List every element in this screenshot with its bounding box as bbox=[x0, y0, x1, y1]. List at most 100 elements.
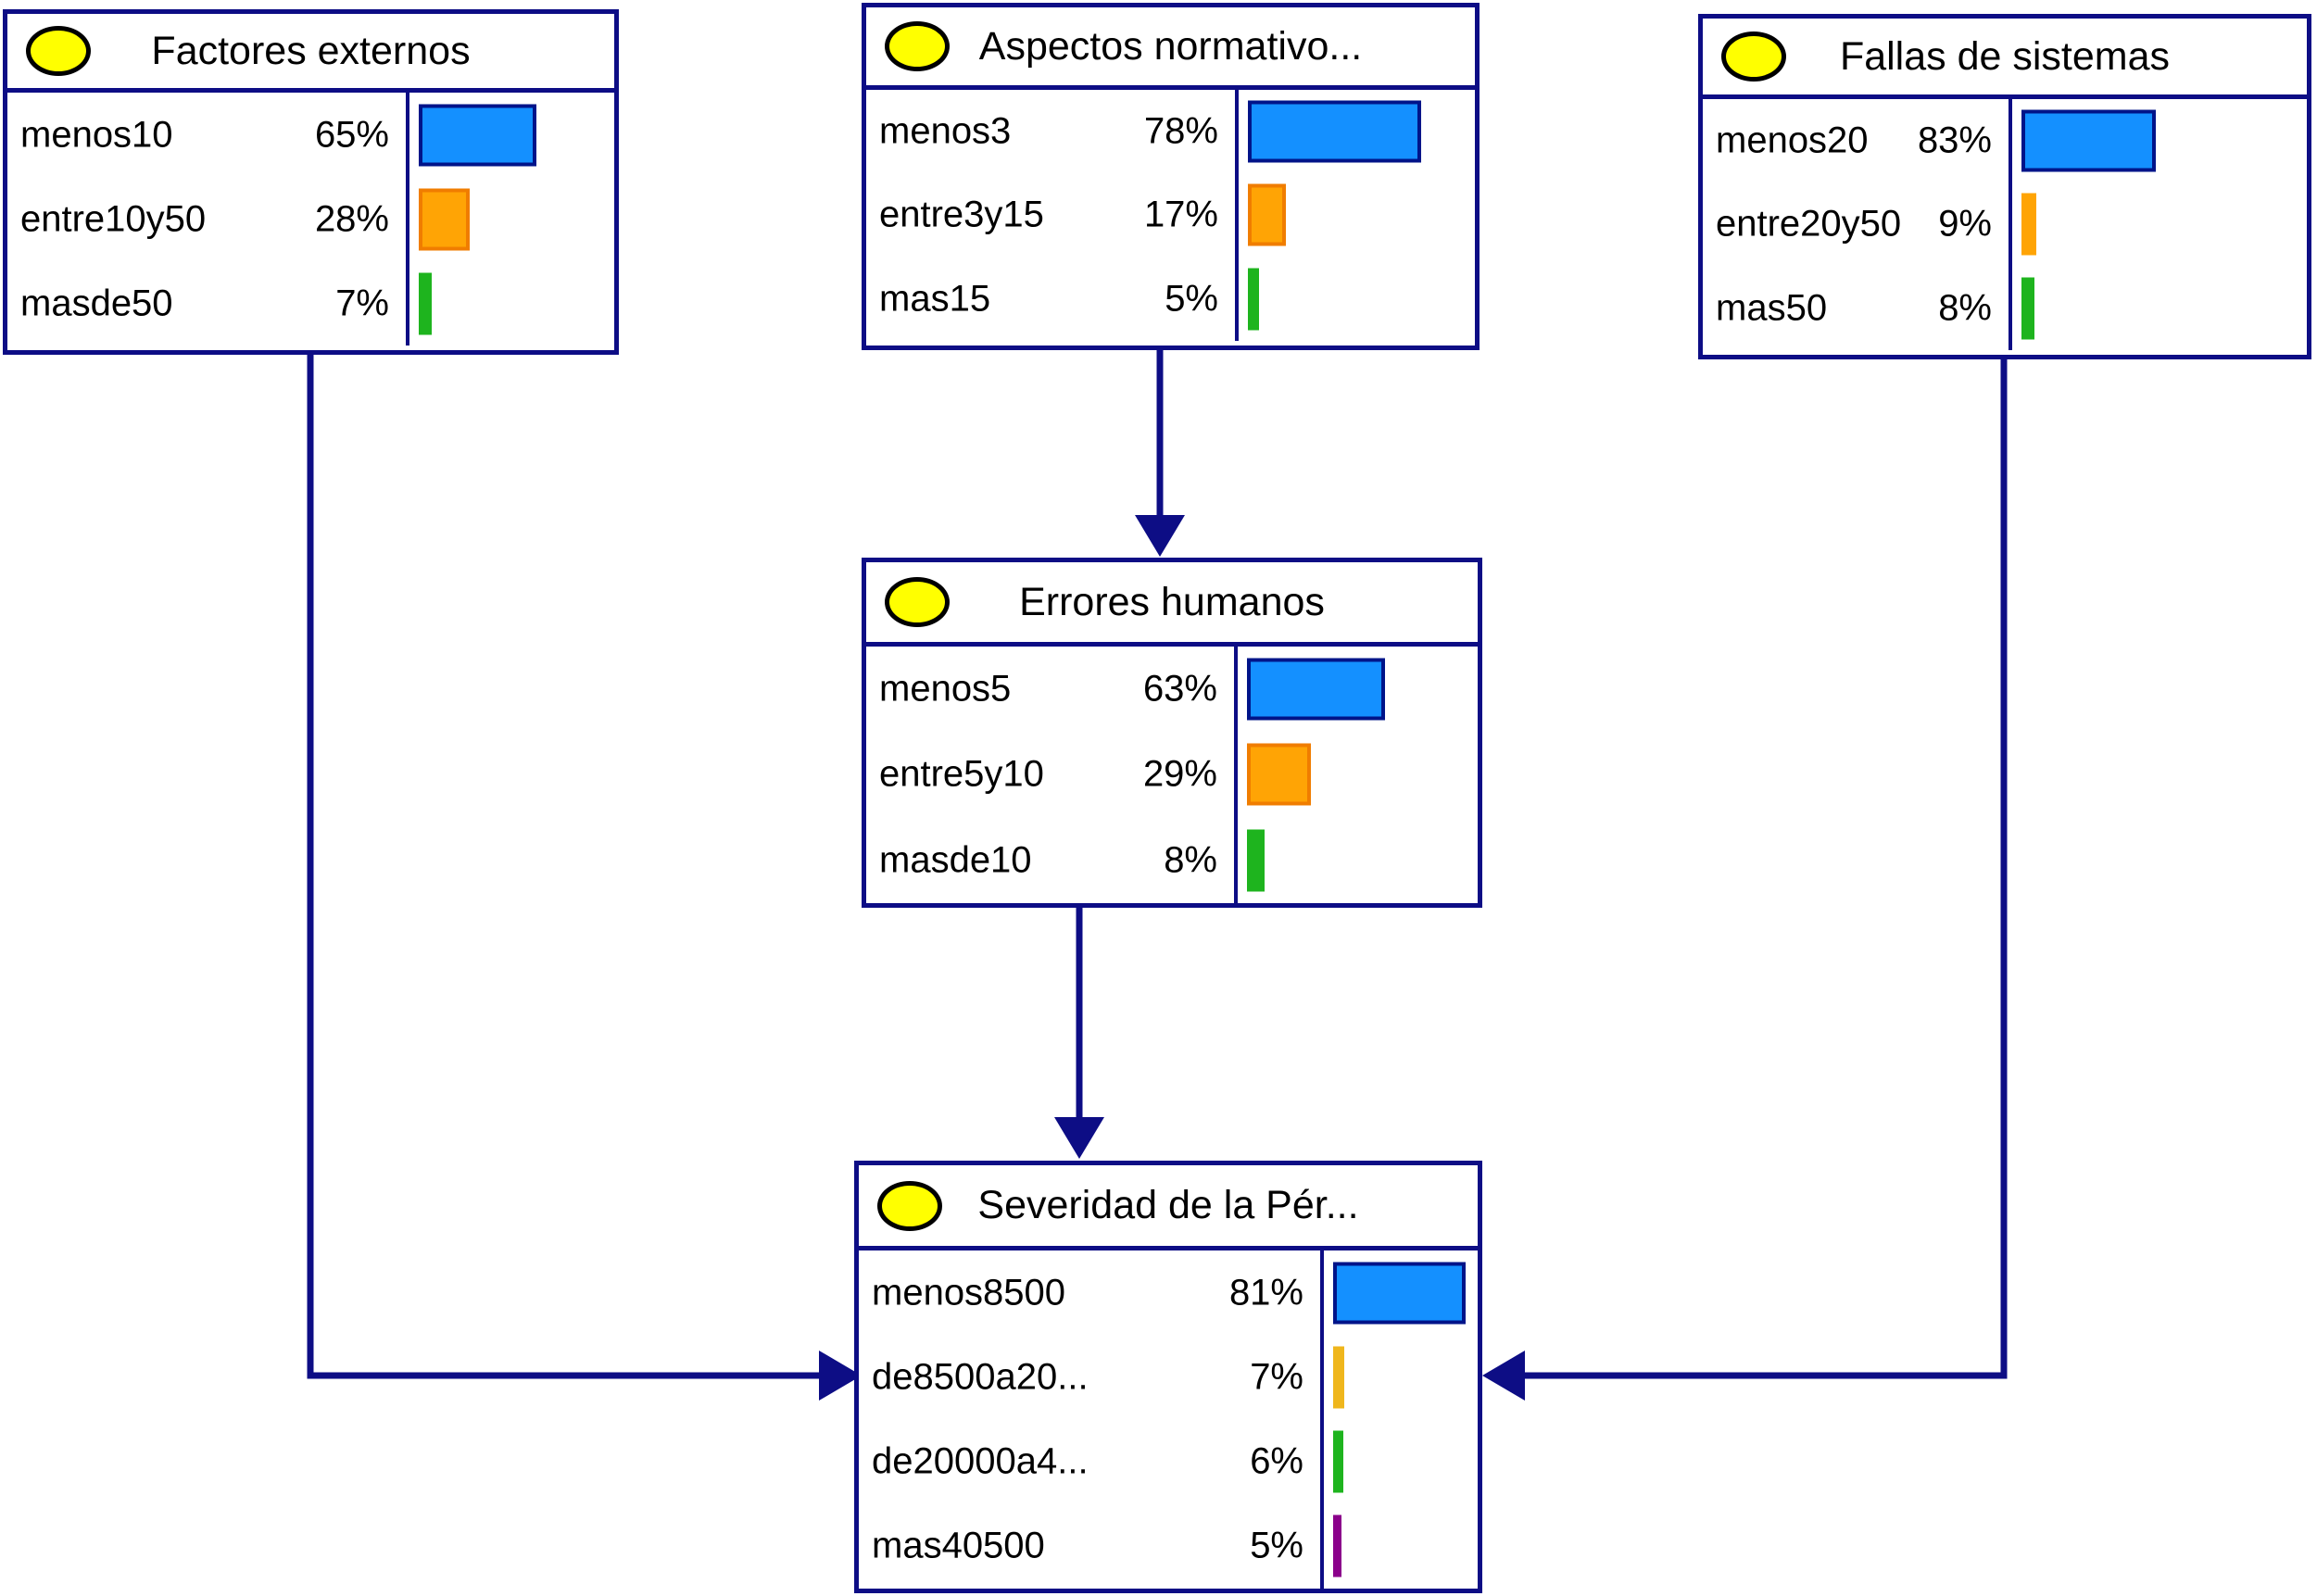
node-title-bar[interactable]: Factores externos bbox=[7, 14, 614, 93]
node-severidad-de-la-perdida[interactable]: Severidad de la Pér... menos8500 81% de850… bbox=[854, 1161, 1482, 1593]
node-body: menos3 78% entre3y15 17% mas15 5% bbox=[866, 90, 1475, 341]
state-probability: 17% bbox=[1143, 194, 1218, 235]
state-probability: 63% bbox=[1142, 668, 1217, 710]
state-label: menos20 bbox=[1716, 119, 1869, 161]
node-body: menos5 63% entre5y10 29% masde10 8% bbox=[866, 647, 1478, 903]
state-row[interactable]: menos10 65% bbox=[7, 93, 614, 177]
state-row[interactable]: menos5 63% bbox=[866, 647, 1478, 732]
state-probability-bar bbox=[1248, 183, 1286, 246]
edge-fallas-to-severidad bbox=[1482, 359, 2008, 1401]
state-probability: 65% bbox=[314, 114, 389, 155]
edge-factores-to-severidad bbox=[307, 355, 862, 1401]
node-ellipse-icon bbox=[885, 21, 950, 71]
state-label: mas15 bbox=[879, 278, 991, 320]
node-body: menos8500 81% de8500a20... 7% de20000a4... 6%… bbox=[859, 1250, 1478, 1589]
state-probability: 81% bbox=[1228, 1272, 1303, 1313]
node-title: Factores externos bbox=[151, 28, 471, 73]
state-label: entre3y15 bbox=[879, 194, 1044, 235]
state-label: entre20y50 bbox=[1716, 203, 1902, 245]
state-probability-bar bbox=[1247, 743, 1311, 806]
state-probability-bar bbox=[1247, 658, 1386, 721]
node-aspectos-normativos[interactable]: Aspectos normativo... menos3 78% entre3y15… bbox=[862, 3, 1480, 350]
state-probability-bar bbox=[1333, 1430, 1343, 1493]
state-probability: 28% bbox=[314, 198, 389, 239]
node-title-bar[interactable]: Severidad de la Pér... bbox=[859, 1165, 1478, 1250]
bar-area-divider bbox=[2008, 99, 2012, 350]
state-probability-bar bbox=[1247, 829, 1265, 892]
node-title: Fallas de sistemas bbox=[1839, 33, 2171, 79]
state-label: masde50 bbox=[20, 283, 173, 323]
state-row[interactable]: entre5y10 29% bbox=[866, 732, 1478, 817]
node-ellipse-icon bbox=[885, 577, 950, 627]
states: menos3 78% entre3y15 17% mas15 5% bbox=[866, 90, 1475, 341]
state-probability: 8% bbox=[1164, 839, 1217, 881]
state-probability-bar bbox=[2021, 109, 2157, 172]
state-label: masde10 bbox=[879, 839, 1032, 881]
state-row[interactable]: mas15 5% bbox=[866, 258, 1475, 341]
state-row[interactable]: entre20y50 9% bbox=[1703, 182, 2307, 266]
state-row[interactable]: masde10 8% bbox=[866, 818, 1478, 903]
state-row[interactable]: menos8500 81% bbox=[859, 1250, 1478, 1335]
state-label: de8500a20... bbox=[872, 1356, 1089, 1398]
state-row[interactable]: menos3 78% bbox=[866, 90, 1475, 173]
state-probability-bar bbox=[2021, 277, 2034, 340]
state-probability-bar bbox=[419, 104, 536, 166]
state-label: menos5 bbox=[879, 668, 1012, 710]
state-label: entre5y10 bbox=[879, 753, 1044, 795]
state-label: menos10 bbox=[20, 114, 173, 155]
state-label: mas40500 bbox=[872, 1525, 1045, 1566]
state-probability-bar bbox=[1333, 1262, 1467, 1325]
state-row[interactable]: entre10y50 28% bbox=[7, 177, 614, 261]
state-probability: 78% bbox=[1143, 110, 1218, 152]
state-row[interactable]: de8500a20... 7% bbox=[859, 1335, 1478, 1419]
node-body: menos20 83% entre20y50 9% mas50 8% bbox=[1703, 99, 2307, 350]
bar-area-divider bbox=[1235, 90, 1239, 341]
state-probability: 5% bbox=[1165, 278, 1218, 320]
state-row[interactable]: menos20 83% bbox=[1703, 99, 2307, 182]
state-label: menos3 bbox=[879, 110, 1012, 152]
state-row[interactable]: masde50 7% bbox=[7, 261, 614, 346]
state-label: menos8500 bbox=[872, 1272, 1066, 1313]
state-probability: 7% bbox=[1250, 1356, 1303, 1398]
node-factores-externos[interactable]: Factores externos menos10 65% entre10y50 28… bbox=[3, 9, 619, 355]
node-fallas-de-sistemas[interactable]: Fallas de sistemas menos20 83% entre20y50 9… bbox=[1698, 14, 2311, 359]
state-probability: 8% bbox=[1938, 287, 1992, 329]
edge-aspectos-to-errores bbox=[1135, 350, 1185, 557]
state-row[interactable]: de20000a4... 6% bbox=[859, 1420, 1478, 1504]
bar-area-divider bbox=[406, 93, 409, 346]
state-probability: 6% bbox=[1250, 1440, 1303, 1482]
state-probability-bar bbox=[1333, 1514, 1341, 1577]
node-ellipse-icon bbox=[877, 1180, 942, 1231]
node-title-bar[interactable]: Errores humanos bbox=[866, 562, 1478, 647]
state-row[interactable]: entre3y15 17% bbox=[866, 173, 1475, 257]
bar-area-divider bbox=[1320, 1250, 1324, 1589]
state-probability-bar bbox=[2021, 193, 2036, 256]
state-probability-bar bbox=[1333, 1346, 1345, 1409]
node-title: Aspectos normativo... bbox=[978, 23, 1363, 69]
node-title: Errores humanos bbox=[1019, 579, 1325, 624]
states: menos10 65% entre10y50 28% masde50 7% bbox=[7, 93, 614, 346]
state-label: entre10y50 bbox=[20, 198, 207, 239]
states: menos5 63% entre5y10 29% masde10 8% bbox=[866, 647, 1478, 903]
state-probability-bar bbox=[419, 188, 470, 250]
state-probability-bar bbox=[1248, 100, 1422, 163]
state-label: mas50 bbox=[1716, 287, 1828, 329]
state-row[interactable]: mas50 8% bbox=[1703, 267, 2307, 350]
node-ellipse-icon bbox=[26, 26, 91, 76]
node-errores-humanos[interactable]: Errores humanos menos5 63% entre5y10 29% mas… bbox=[862, 558, 1482, 908]
state-probability: 29% bbox=[1142, 753, 1217, 795]
state-probability: 9% bbox=[1938, 203, 1992, 245]
node-body: menos10 65% entre10y50 28% masde50 7% bbox=[7, 93, 614, 346]
states: menos8500 81% de8500a20... 7% de20000a4... 6%… bbox=[859, 1250, 1478, 1589]
node-title-bar[interactable]: Fallas de sistemas bbox=[1703, 19, 2307, 99]
state-probability: 7% bbox=[335, 283, 389, 323]
node-title-bar[interactable]: Aspectos normativo... bbox=[866, 7, 1475, 90]
state-probability: 83% bbox=[1917, 119, 1992, 161]
state-label: de20000a4... bbox=[872, 1440, 1089, 1482]
node-ellipse-icon bbox=[1721, 31, 1786, 82]
state-probability-bar bbox=[1248, 268, 1259, 331]
state-probability-bar bbox=[419, 272, 432, 334]
states: menos20 83% entre20y50 9% mas50 8% bbox=[1703, 99, 2307, 350]
node-title: Severidad de la Pér... bbox=[977, 1183, 1359, 1227]
